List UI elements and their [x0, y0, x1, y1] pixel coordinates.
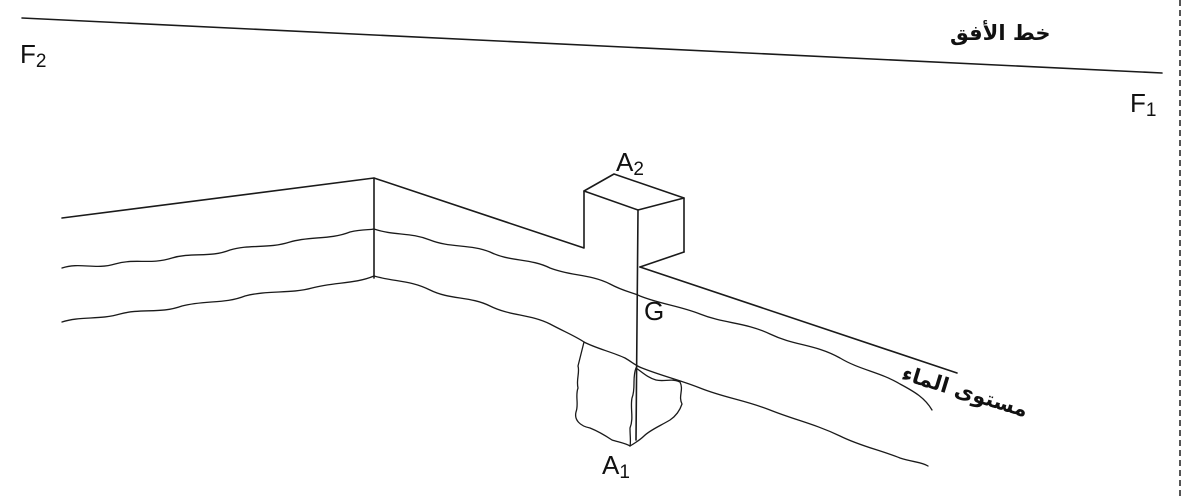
column-bottom-right-edge — [639, 251, 685, 268]
shaft-inner-curve — [629, 367, 683, 447]
terrain-top-right-edge — [639, 266, 958, 374]
terrain-top-left-edge — [61, 177, 585, 249]
page-border — [1179, 0, 1181, 496]
horizon-line-label: خط الأفق — [950, 19, 1050, 45]
shaft-center-edge — [629, 367, 637, 447]
column-main-vertical — [635, 209, 639, 441]
f1-label: F1 — [1130, 88, 1156, 121]
a1-label: A1 — [602, 450, 630, 483]
a2-label: A2 — [616, 147, 644, 180]
horizon-line — [21, 17, 1163, 74]
g-label: G — [644, 296, 664, 326]
lower-terrain-line — [61, 275, 929, 467]
water-level-label: مستوى الماء — [899, 361, 1031, 422]
water-level-line — [61, 228, 933, 411]
f2-label: F2 — [20, 39, 46, 72]
shaft-left-wall — [574, 341, 631, 447]
